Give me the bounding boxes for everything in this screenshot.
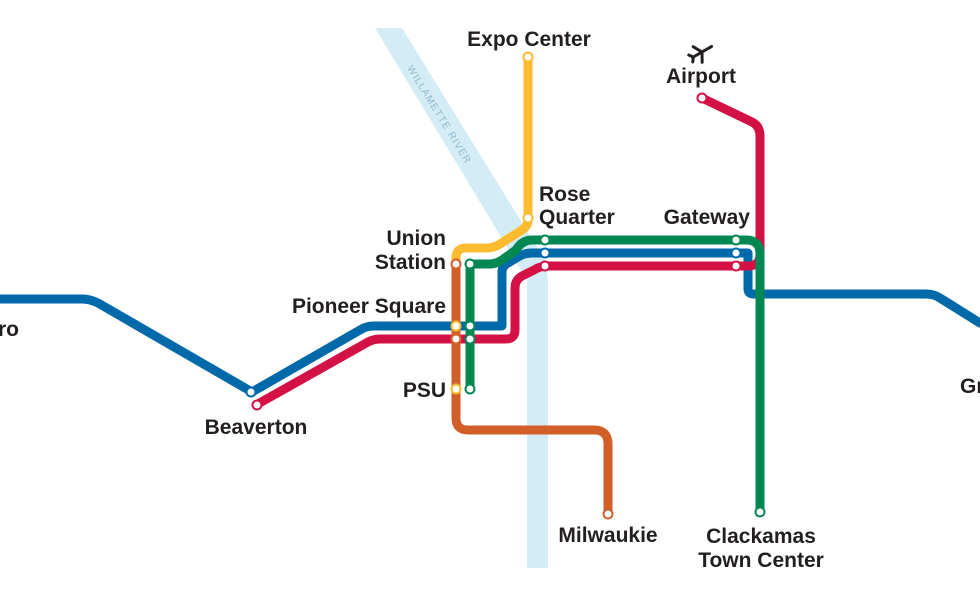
station-pioneer-square-yellow[interactable] xyxy=(450,320,462,332)
blue-line xyxy=(0,248,980,397)
station-gateway-red[interactable] xyxy=(730,260,742,272)
label-west-terminus-partial: ro xyxy=(0,318,19,341)
label-east-terminus-partial: Gr xyxy=(960,375,980,398)
station-clackamas[interactable] xyxy=(754,506,766,518)
station-rose-quarter-blue[interactable] xyxy=(539,247,551,259)
label-rose-quarter-line1: Rose xyxy=(539,183,590,206)
label-pioneer-square: Pioneer Square xyxy=(292,295,446,318)
yellow-line xyxy=(451,52,533,394)
label-union-station-line1: Union xyxy=(387,227,446,250)
station-psu-yellow[interactable] xyxy=(450,383,462,395)
label-milwaukie: Milwaukie xyxy=(558,524,657,547)
label-rose-quarter-line2: Quarter xyxy=(539,206,615,229)
station-milwaukie[interactable] xyxy=(602,508,614,520)
station-union-station-green[interactable] xyxy=(464,258,476,270)
station-union-station-orange[interactable] xyxy=(450,258,462,270)
station-rose-quarter[interactable] xyxy=(522,212,534,224)
station-gateway-blue[interactable] xyxy=(730,247,742,259)
red-line xyxy=(251,93,765,410)
label-gateway: Gateway xyxy=(664,206,751,229)
station-gateway-green[interactable] xyxy=(730,234,742,246)
station-beaverton-red[interactable] xyxy=(251,399,263,411)
label-expo-center: Expo Center xyxy=(467,28,591,51)
airplane-icon xyxy=(687,45,714,64)
station-expo-center[interactable] xyxy=(522,51,534,63)
label-clackamas-line1: Clackamas xyxy=(706,525,816,548)
label-airport: Airport xyxy=(666,65,736,88)
station-rose-quarter-green[interactable] xyxy=(539,234,551,246)
station-beaverton-blue[interactable] xyxy=(245,386,257,398)
label-psu: PSU xyxy=(403,379,446,402)
station-pioneer-square-orange[interactable] xyxy=(450,333,462,345)
willamette-river xyxy=(375,28,548,568)
label-beaverton: Beaverton xyxy=(205,416,308,439)
station-airport[interactable] xyxy=(696,92,708,104)
station-rose-quarter-red[interactable] xyxy=(539,260,551,272)
river-label: WILLAMETTE RIVER xyxy=(404,64,473,166)
label-clackamas-line2: Town Center xyxy=(698,549,824,572)
station-psu-green[interactable] xyxy=(464,383,476,395)
station-pioneer-square-green-b[interactable] xyxy=(464,333,476,345)
station-pioneer-square-green-a[interactable] xyxy=(464,320,476,332)
orange-line xyxy=(451,259,613,519)
label-union-station-line2: Station xyxy=(375,251,446,274)
stations xyxy=(245,51,766,520)
